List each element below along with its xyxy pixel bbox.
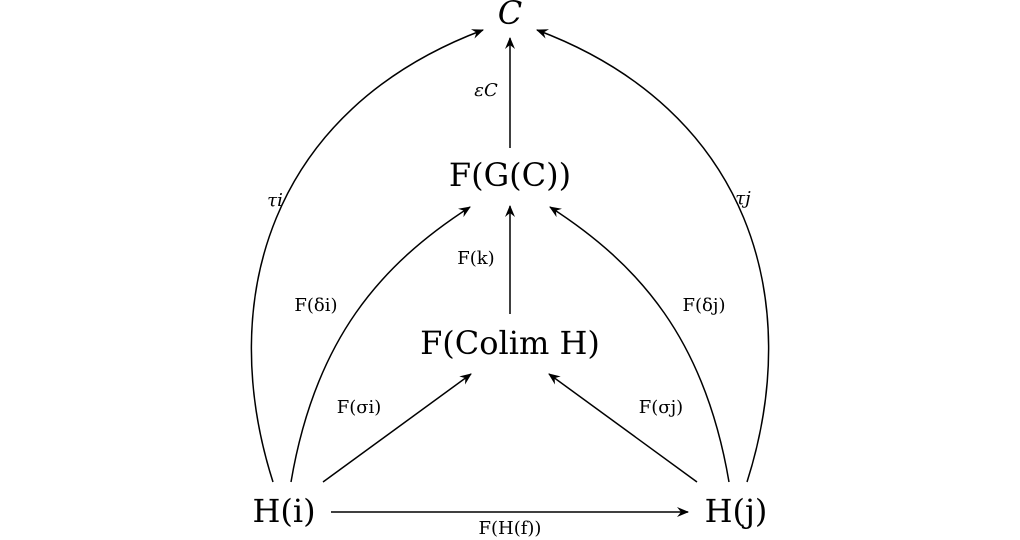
label-F-delta-j: F(δj) — [683, 295, 726, 316]
label-F-k: F(k) — [457, 248, 494, 269]
label-epsilon-C: εC — [474, 80, 498, 101]
arrow-tau-i — [250, 29, 484, 483]
label-tau-j: τj — [735, 188, 751, 209]
node-H-j: H(j) — [705, 492, 768, 530]
arrow-F-delta-i — [290, 206, 471, 483]
label-F-sigma-i: F(σi) — [337, 397, 382, 418]
label-F-H-f: F(H(f)) — [479, 518, 542, 539]
arrow-F-sigma-j — [548, 373, 698, 483]
node-C: C — [498, 0, 522, 32]
label-F-delta-i: F(δi) — [294, 295, 337, 316]
arrow-F-sigma-i — [322, 373, 472, 483]
node-F-colim-H: F(Colim H) — [420, 324, 600, 362]
arrow-tau-j — [536, 29, 770, 483]
label-F-sigma-j: F(σj) — [639, 397, 683, 418]
node-F-G-C: F(G(C)) — [449, 156, 571, 194]
arrow-F-delta-j — [549, 206, 730, 483]
label-tau-i: τi — [267, 190, 283, 211]
node-H-i: H(i) — [252, 492, 315, 530]
